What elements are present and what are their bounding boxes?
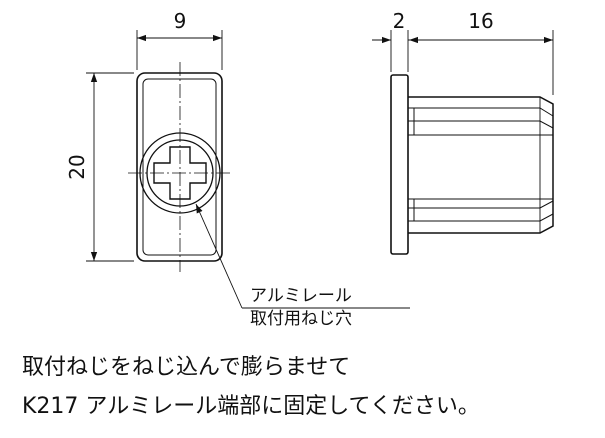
phillips-cross-icon: [153, 146, 207, 200]
side-view: [390, 74, 554, 255]
dimension-width: [136, 30, 223, 70]
dimension-body: [409, 30, 554, 95]
callout-line1: アルミレール: [250, 286, 352, 306]
instruction-line-2: K217 アルミレール端部に固定してください。: [22, 394, 480, 419]
side-flange: [390, 74, 409, 255]
side-lower-rib: [408, 198, 554, 222]
dimension-height: [86, 72, 134, 262]
front-body-outline: [136, 72, 223, 262]
front-body-inner-outline: [142, 78, 217, 256]
instruction-line-1: 取付ねじをねじ込んで膨らませて: [22, 355, 351, 380]
callout-line2: 取付用ねじ穴: [250, 309, 352, 329]
dimension-height-label: 20: [65, 154, 89, 179]
dimension-body-label: 16: [468, 9, 493, 33]
front-view: [128, 62, 232, 272]
dimension-flange: [372, 30, 553, 72]
dimension-width-label: 9: [174, 9, 187, 33]
side-body-outline: [408, 96, 554, 234]
dimension-flange-label: 2: [393, 9, 406, 33]
side-upper-rib: [408, 107, 554, 136]
callout-leader: [195, 203, 410, 309]
